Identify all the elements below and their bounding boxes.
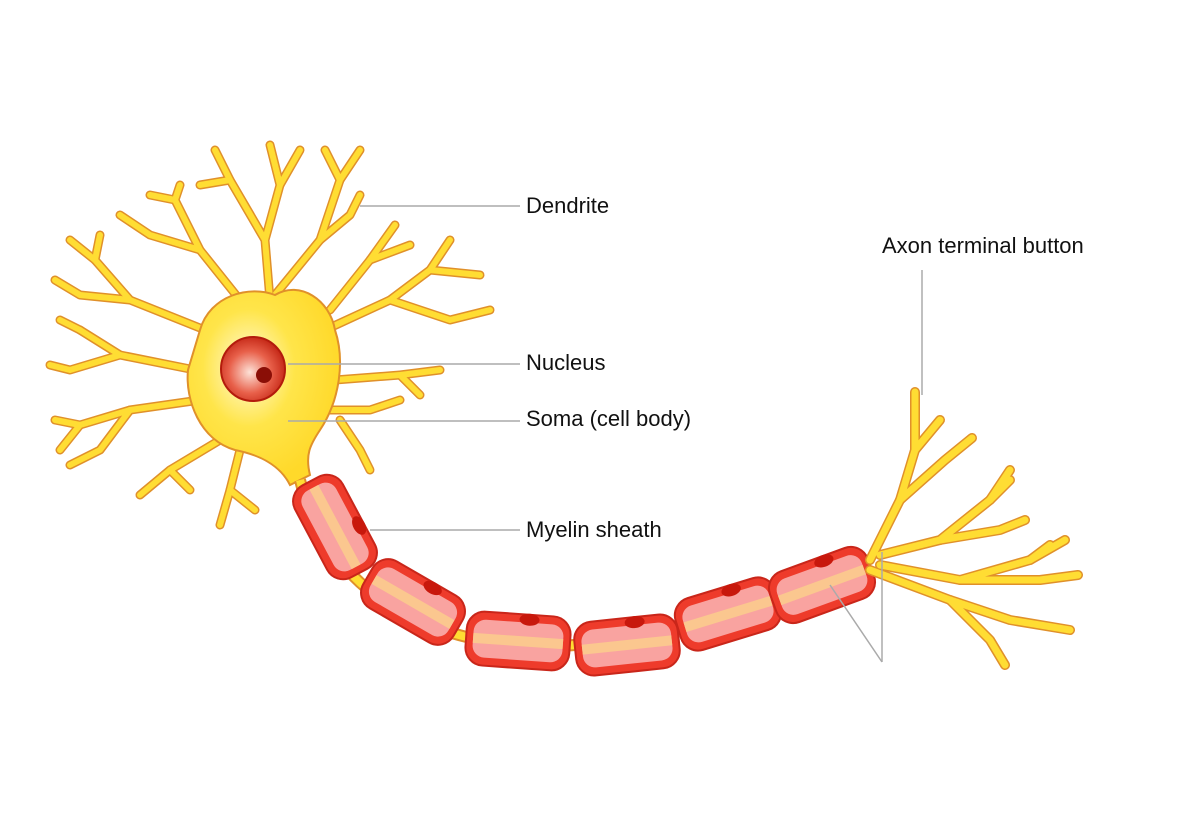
branch <box>57 317 83 333</box>
branch <box>52 277 133 303</box>
label-myelin: Myelin sheath <box>526 517 662 542</box>
branch <box>866 566 1074 634</box>
branch <box>1026 541 1054 564</box>
branch <box>67 237 98 263</box>
label-soma: Soma (cell body) <box>526 406 692 431</box>
branch <box>956 571 1082 584</box>
myelin-segment <box>673 576 783 652</box>
branch <box>117 212 203 253</box>
branch <box>147 192 178 203</box>
axon-terminal <box>865 387 1083 670</box>
myelin-segment <box>360 558 466 646</box>
branch <box>337 147 363 183</box>
branch <box>327 397 403 413</box>
branch <box>946 596 1009 669</box>
branch <box>197 177 233 188</box>
branch <box>277 147 303 188</box>
branch <box>47 352 123 373</box>
nucleolus <box>256 367 272 383</box>
dendrites <box>45 140 495 530</box>
branch <box>866 388 919 564</box>
myelin-segment <box>464 610 572 672</box>
myelin-sheath <box>292 473 877 677</box>
branch <box>57 422 83 453</box>
branch <box>272 147 343 298</box>
label-nucleus: Nucleus <box>526 350 606 375</box>
branch <box>92 232 208 333</box>
myelin-segment <box>767 545 877 625</box>
branch <box>167 467 193 493</box>
nucleus <box>220 336 286 402</box>
branch <box>427 267 483 278</box>
branch <box>337 417 373 473</box>
branch <box>322 237 453 333</box>
branch <box>172 182 243 303</box>
branch <box>67 407 133 468</box>
branch <box>227 487 258 513</box>
myelin-segment <box>573 613 681 677</box>
leader-lines <box>288 205 923 663</box>
branch <box>397 372 423 398</box>
branch <box>387 297 493 323</box>
myelin-segment <box>292 473 378 581</box>
branch <box>52 397 203 428</box>
branch <box>367 242 413 263</box>
branch <box>896 434 976 504</box>
branch <box>212 147 273 303</box>
branch <box>911 416 944 454</box>
branch <box>936 516 1029 544</box>
label-axon-terminal: Axon terminal button <box>882 233 1084 258</box>
branch <box>317 192 363 243</box>
branch <box>986 466 1014 504</box>
label-dendrite: Dendrite <box>526 193 610 218</box>
